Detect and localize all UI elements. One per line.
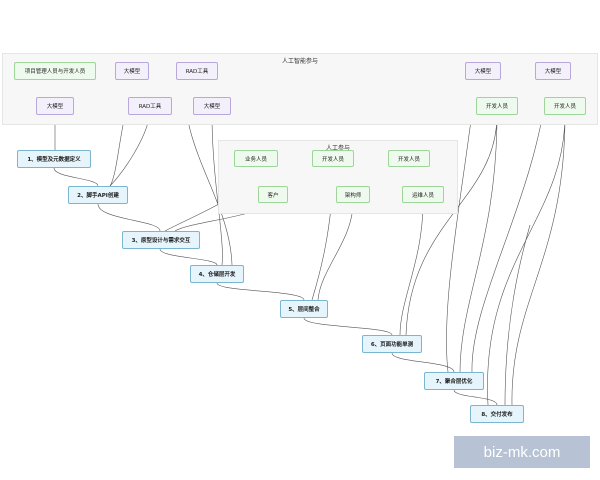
edge-14 (391, 352, 455, 373)
edge-23 (399, 202, 424, 336)
edge-21 (317, 202, 354, 301)
node-llm-3: 大模型 (193, 97, 231, 115)
node-llm-2: 大模型 (36, 97, 74, 115)
edge-32 (504, 224, 531, 406)
step-3: 3、原型设计与需求交互 (122, 231, 200, 249)
edge-11 (159, 248, 218, 266)
step-5: 5、层间整合 (280, 300, 328, 318)
edge-5 (109, 114, 151, 187)
edge-10 (97, 203, 161, 232)
ai-cluster-title: 人工智能参与 (281, 58, 318, 65)
node-llm-6: 大模型 (535, 62, 571, 80)
node-dev-3: 开发人员 (476, 97, 518, 115)
human-cluster-title: 人工参与 (325, 145, 350, 152)
edge-13 (303, 317, 393, 336)
edge-15 (453, 389, 498, 406)
node-rad-1: RAD工具 (176, 62, 218, 80)
node-architect: 架构师 (336, 186, 370, 203)
step-4: 4、仓储层开发 (190, 265, 244, 283)
node-pm-dev: 项目管理人员与开发人员 (14, 62, 96, 80)
edge-29 (471, 79, 549, 373)
node-llm-5: 大模型 (465, 62, 501, 80)
node-llm-1: 大模型 (115, 62, 149, 80)
node-rad-2: RAD工具 (128, 97, 172, 115)
edge-9 (53, 167, 99, 187)
node-dev-2: 开发人员 (388, 150, 430, 167)
step-6: 6、页面功能单测 (362, 335, 422, 353)
node-dev-1: 开发人员 (312, 150, 354, 167)
step-8: 8、交付发布 (470, 405, 524, 423)
step-1: 1、模型及元数据定义 (17, 150, 91, 168)
node-biz: 业务人员 (234, 150, 278, 167)
step-7: 7、聚合层优化 (424, 372, 484, 390)
node-customer: 客户 (258, 186, 288, 203)
edge-31 (511, 114, 566, 406)
node-ops: 运维人员 (402, 186, 444, 203)
edge-12 (216, 282, 305, 301)
step-2: 2、脚手API创建 (68, 186, 128, 204)
node-dev-4: 开发人员 (544, 97, 586, 115)
edge-30 (487, 114, 566, 406)
watermark: biz-mk.com (454, 436, 590, 468)
edge-27 (459, 114, 498, 373)
